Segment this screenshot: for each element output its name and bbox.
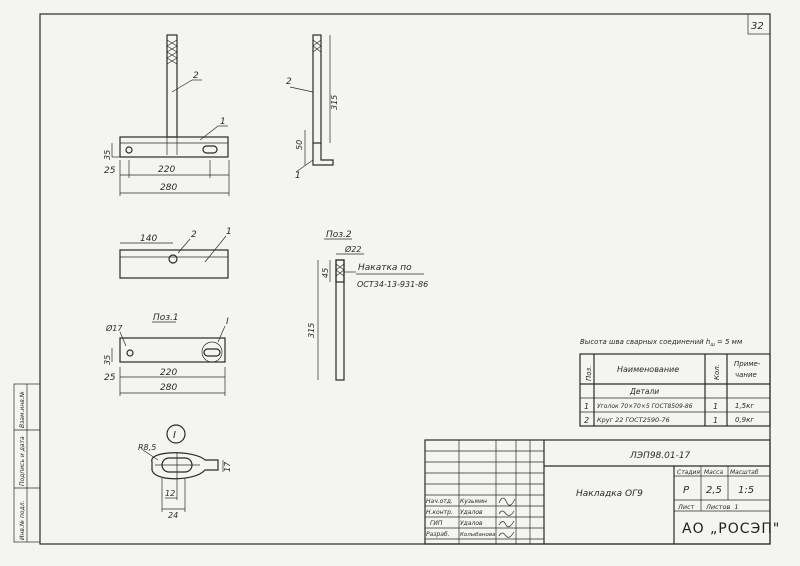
top-leader-1: 1 <box>226 227 232 237</box>
mass-value: 2,5 <box>706 485 722 496</box>
view-front: 2 1 35 25 220 280 <box>103 34 230 196</box>
pos1-dim-280: 280 <box>160 383 177 393</box>
stage-label: Стадия <box>677 469 700 476</box>
sheet-frame: 32 <box>39 13 771 545</box>
spec-row-2-name: Круг 22 ГОСТ2590-76 <box>597 416 670 424</box>
spec-row-2-pos: 2 <box>584 416 589 425</box>
spec-header-note-2: чание <box>735 371 757 379</box>
view-pos2: Поз.2 Ø22 45 Накатка по ОСТ34-13-931-86 … <box>307 230 428 381</box>
company-name: АО „РОСЭП" <box>682 521 780 537</box>
spec-section-title: Детали <box>629 387 659 396</box>
detail-dim-17: 17 <box>223 461 232 472</box>
side-stamp-cell-sign: Подпись и дата <box>19 436 26 486</box>
weld-note-text: Высота шва сварных соединений h <box>580 338 710 346</box>
spec-header-pos: Поз. <box>585 366 593 382</box>
signer-name-4: Колыбанова <box>460 532 496 538</box>
item-name: Накладка ОГ9 <box>576 489 643 499</box>
front-dim-220: 220 <box>158 165 175 175</box>
pos2-dim-315: 315 <box>307 323 316 338</box>
spec-row-1-pos: 1 <box>584 402 589 411</box>
front-leader-2: 2 <box>193 71 199 81</box>
top-leader-2: 2 <box>191 230 197 240</box>
stage-value: Р <box>683 485 690 496</box>
view-pos1: Поз.1 Ø17 I 35 25 220 280 <box>103 313 229 396</box>
spec-row-1-qty: 1 <box>713 402 718 411</box>
detail-dim-24: 24 <box>168 511 178 520</box>
signer-role-2: Н.контр. <box>426 509 453 516</box>
signer-role-1: Нач.отд. <box>426 498 453 505</box>
signer-name-1: Кузьмин <box>460 498 487 505</box>
front-dim-35: 35 <box>103 150 112 160</box>
side-stamp-cell-inv: Инв.№ подл. <box>19 500 26 540</box>
spec-row-2-qty: 1 <box>713 416 718 425</box>
front-dim-280: 280 <box>160 183 177 193</box>
pos1-dim-25: 25 <box>104 373 116 383</box>
side-stamp: Инв.№ подл. Подпись и дата Взам.инв.№ <box>13 383 41 543</box>
weld-note-sub: ш <box>710 342 715 348</box>
side-leader-2: 2 <box>286 77 292 87</box>
signer-name-2: Удалов <box>460 509 483 516</box>
spec-row-2-note: 0,9кг <box>735 416 754 424</box>
doc-code: ЛЭП98.01-17 <box>629 451 691 461</box>
pos2-dim-45: 45 <box>321 268 330 278</box>
side-dim-50: 50 <box>295 140 304 150</box>
detail-dim-12: 12 <box>165 489 175 498</box>
detail-dim-radius: R8,5 <box>138 443 156 452</box>
pos1-detail-ref: I <box>226 317 229 327</box>
title-block: ЛЭП98.01-17 Накладка ОГ9 Стадия Масса Ма… <box>424 439 780 545</box>
signer-role-3: ГИП <box>430 520 443 527</box>
pos1-dim-35: 35 <box>103 355 112 365</box>
signer-role-4: Разраб. <box>426 531 450 538</box>
pos2-knurl-note-2: ОСТ34-13-931-86 <box>357 280 428 289</box>
front-dim-25: 25 <box>104 166 116 176</box>
mass-label: Масса <box>704 469 723 476</box>
spec-header-name: Наименование <box>617 365 679 374</box>
sheet-number: 32 <box>751 21 764 32</box>
weld-note: Высота шва сварных соединений hш= 5 мм <box>580 338 743 348</box>
signature-marks <box>498 497 516 538</box>
spec-header-note-1: Приме- <box>734 360 761 368</box>
pos1-dim-hole: Ø17 <box>105 323 123 333</box>
sheet-label: Лист <box>677 503 695 511</box>
spec-header-qty: Кол. <box>713 364 721 380</box>
spec-table: Поз. Наименование Кол. Приме- чание Дета… <box>579 353 771 427</box>
pos2-dim-dia: Ø22 <box>344 244 361 254</box>
scale-label: Масштаб <box>730 469 759 476</box>
view-top: 140 2 1 <box>119 227 232 279</box>
pos2-knurl-note-1: Накатка по <box>358 263 412 273</box>
sheets-value: 1 <box>734 503 738 511</box>
signer-name-3: Удалов <box>460 520 483 527</box>
view-side: 2 1 315 50 <box>286 34 339 181</box>
pos2-title: Поз.2 <box>326 230 352 240</box>
spec-row-1-note: 1,5кг <box>735 402 754 410</box>
svg-text:Листов 1: Листов 1 <box>705 503 739 511</box>
side-leader-1: 1 <box>295 171 301 181</box>
top-dim-140: 140 <box>140 234 157 244</box>
view-detail-1: I R8,5 17 12 24 <box>138 424 232 520</box>
pos1-dim-220: 220 <box>160 368 177 378</box>
detail-label: I <box>173 430 176 441</box>
svg-text:Высота шва сварных соединений: Высота шва сварных соединений hш= 5 мм <box>580 338 743 348</box>
pos1-title: Поз.1 <box>153 313 179 323</box>
side-dim-315: 315 <box>330 95 339 110</box>
sheets-label: Листов <box>705 503 730 511</box>
side-stamp-cell-replace: Взам.инв.№ <box>19 391 26 428</box>
spec-row-1-name: Уголок 70×70×5 ГОСТ8509-86 <box>597 403 693 410</box>
front-leader-1: 1 <box>220 117 226 127</box>
weld-note-value: = 5 мм <box>717 338 743 346</box>
scale-value: 1:5 <box>738 485 754 496</box>
